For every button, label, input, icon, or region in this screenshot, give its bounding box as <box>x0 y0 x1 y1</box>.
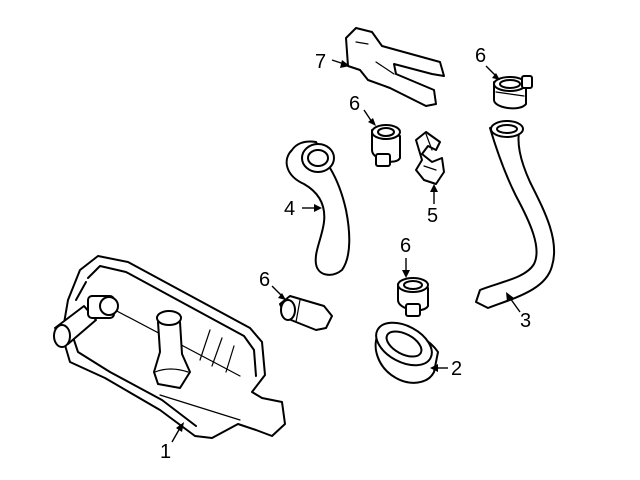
callout-6-label-upper-right: 6 <box>475 45 486 67</box>
callout-2-label: 2 <box>451 358 462 380</box>
bracket-part[interactable] <box>345 27 445 107</box>
callout-3-label: 3 <box>520 310 531 332</box>
hose-clamp-upper-middle-part[interactable] <box>371 124 401 167</box>
hose-middle-part[interactable] <box>285 140 351 276</box>
seal-ring-part[interactable] <box>369 314 439 384</box>
oil-cooler-part[interactable] <box>53 255 286 439</box>
callout-1-label: 1 <box>160 441 171 463</box>
callout-7-label: 7 <box>315 51 326 73</box>
callout-6-label-lower-middle: 6 <box>400 235 411 257</box>
callout-6-label-left: 6 <box>259 269 270 291</box>
hose-clamp-upper-right-part[interactable] <box>493 75 533 110</box>
callout-6-label-upper-middle: 6 <box>349 93 360 115</box>
callout-4-label: 4 <box>284 198 295 220</box>
callout-5-label: 5 <box>427 205 438 227</box>
hose-clamp-lower-middle-part[interactable] <box>397 277 429 317</box>
hose-right-part[interactable] <box>475 120 556 309</box>
hose-clamp-left-part[interactable] <box>279 295 333 331</box>
clip-part[interactable] <box>415 131 445 185</box>
leader-lines <box>171 59 521 443</box>
